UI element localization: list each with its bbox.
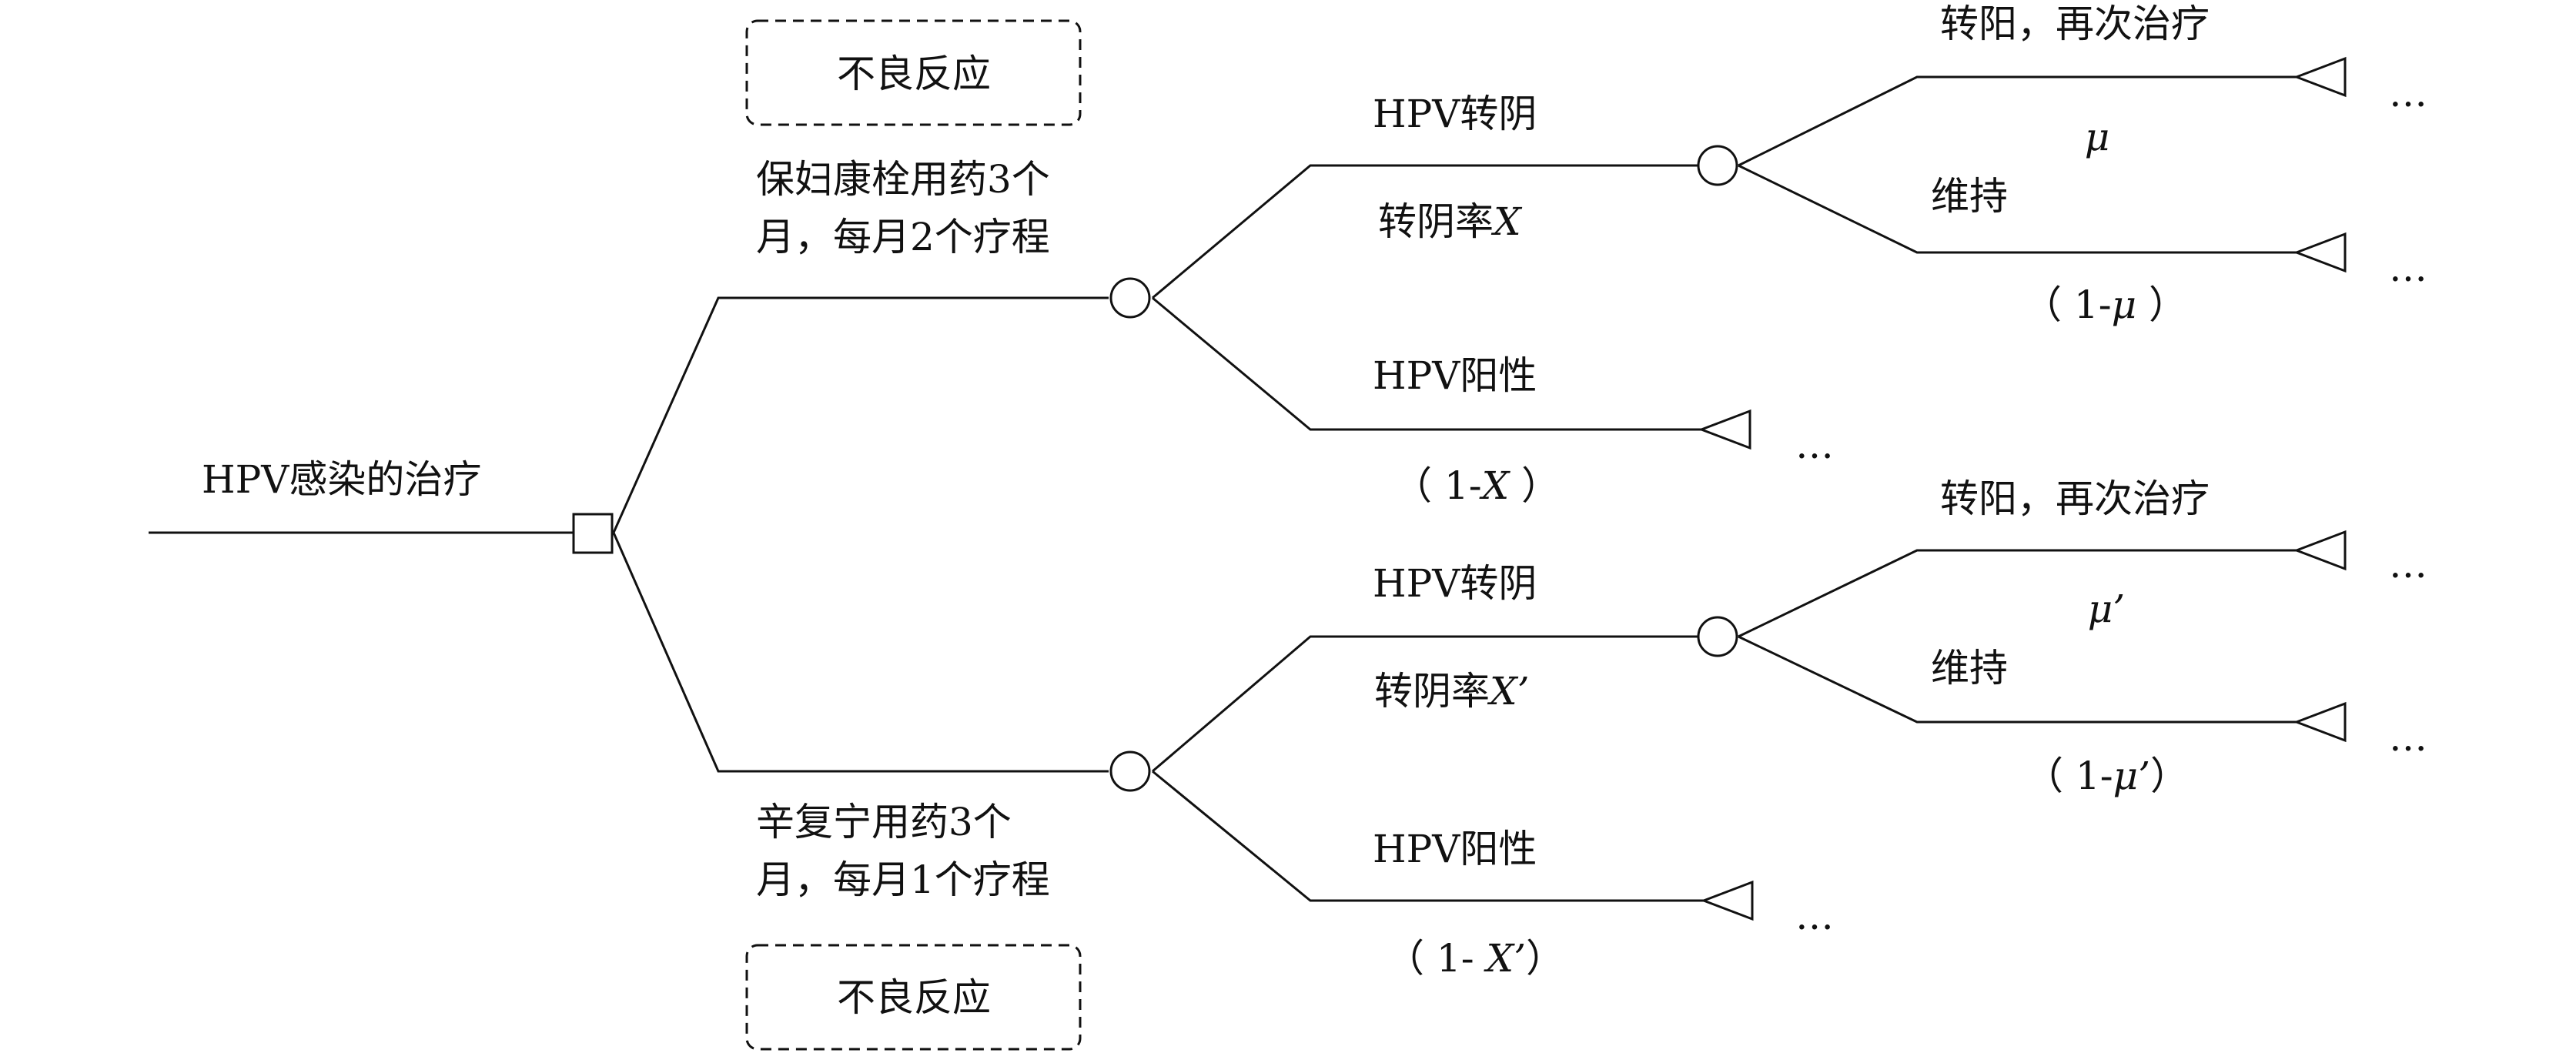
branch-2-maintain-prob: （ 1-μ’）: [2025, 754, 2189, 798]
ellipsis-4: …: [2389, 542, 2427, 587]
branch-2-positive-label: HPV阳性: [1373, 827, 1537, 871]
terminal-node-2: [2293, 232, 2347, 273]
prob-close: ）: [1526, 936, 1564, 981]
prob-open: （ 1-: [2023, 282, 2112, 327]
branch-2-negative-label: HPV转阴: [1373, 561, 1537, 606]
branch-1-negative-label: HPV转阴: [1373, 92, 1537, 136]
prob-prefix: 转阴率: [1374, 669, 1490, 714]
ellipsis-5: …: [2389, 715, 2427, 760]
prob-close: ）: [1509, 463, 1560, 508]
prob-prefix: 转阴率: [1378, 199, 1494, 244]
branch-1-positive-prob: （ 1-X ）: [1393, 463, 1560, 508]
branch-1-positive-label: HPV阳性: [1373, 353, 1537, 398]
branch-2-positive-prob: （ 1- X’）: [1386, 936, 1564, 981]
ellipsis-3: …: [1795, 423, 1834, 467]
branch-1-maintain-prob: （ 1-μ ）: [2023, 282, 2187, 327]
terminal-node-4: [2293, 530, 2347, 571]
branch-1-negative-line: [1152, 164, 1699, 299]
ellipsis-2: …: [2389, 246, 2427, 290]
terminal-node-1: [2293, 56, 2347, 98]
tree-lines: [149, 75, 2297, 902]
prob-open: （ 1-: [2025, 754, 2113, 798]
adverse-label-2: 不良反应: [837, 975, 991, 1020]
prob-variable: X: [1479, 463, 1511, 508]
branch-2-line: [612, 532, 1109, 773]
branch-2-maintain-label: 维持: [1931, 646, 2008, 690]
branch-2-label-line2: 月，每月1个疗程: [756, 857, 1050, 902]
prob-variable: X: [1490, 199, 1523, 244]
ellipsis-6: …: [1795, 894, 1834, 938]
branch-2-maintain-line: [1738, 635, 2297, 724]
adverse-label-1: 不良反应: [837, 52, 991, 96]
branch-1-label-line2: 月，每月2个疗程: [756, 215, 1050, 259]
decision-node: [572, 513, 614, 554]
adverse-box-1: [745, 19, 1082, 126]
chance-node-2: [1109, 750, 1151, 792]
branch-1-reinfect-label: 转阳，再次治疗: [1940, 2, 2210, 46]
adverse-box-2: [745, 944, 1082, 1051]
branch-2-reinfect-line: [1738, 549, 2297, 638]
terminal-node-6: [1700, 880, 1754, 921]
root-label: HPV感染的治疗: [202, 457, 481, 502]
branch-2-negative-line: [1152, 635, 1699, 773]
branch-1-maintain-label: 维持: [1931, 174, 2008, 219]
prob-close: ）: [2136, 282, 2187, 327]
prob-variable: X’: [1484, 936, 1527, 981]
branch-1-reinfect-line: [1738, 75, 2297, 167]
branch-1-negative-prob: 转阴率X: [1378, 199, 1523, 244]
branch-1-line: [612, 296, 1109, 533]
chance-node-1: [1109, 277, 1151, 319]
terminal-node-5: [2293, 701, 2347, 743]
prob-open: （ 1-: [1386, 936, 1487, 981]
chance-node-2a: [1697, 616, 1738, 657]
branch-2-reinfect-prob: μ’: [2088, 587, 2125, 631]
terminal-node-3: [1698, 409, 1751, 450]
prob-variable: μ’: [2113, 754, 2150, 798]
branch-2-positive-line: [1152, 770, 1704, 902]
chance-node-1a: [1697, 145, 1738, 186]
branch-1-label-line1: 保妇康栓用药3个: [756, 157, 1050, 202]
prob-open: （ 1-: [1393, 463, 1482, 508]
branch-1-positive-line: [1152, 296, 1701, 431]
branch-2-negative-prob: 转阴率X’: [1374, 669, 1530, 714]
ellipsis-1: …: [2389, 71, 2427, 115]
branch-1-maintain-line: [1738, 164, 2297, 254]
branch-1-reinfect-prob: μ: [2085, 115, 2110, 159]
branch-2-label-line1: 辛复宁用药3个: [756, 800, 1012, 844]
prob-variable: μ: [2112, 282, 2137, 327]
prob-close: ）: [2150, 754, 2189, 798]
branch-2-reinfect-label: 转阳，再次治疗: [1940, 476, 2210, 521]
prob-variable: X’: [1487, 669, 1530, 714]
